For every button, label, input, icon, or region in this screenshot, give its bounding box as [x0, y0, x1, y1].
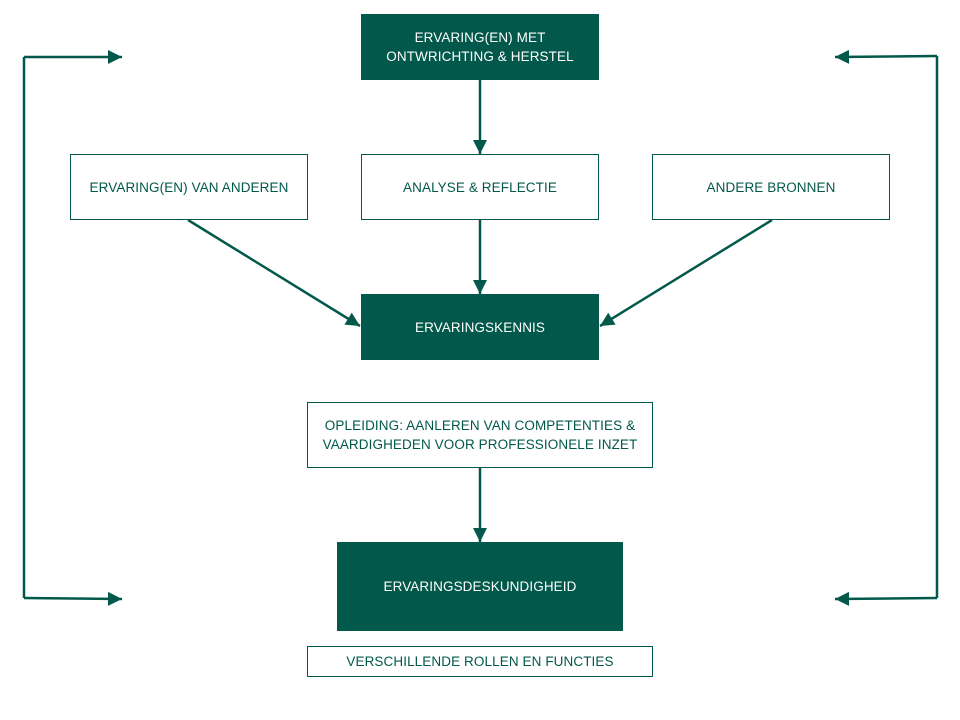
left-loop-arrow-bottom — [23, 591, 123, 606]
node-ervaringskennis: ERVARINGSKENNIS — [361, 294, 599, 360]
arrow-bronnen-to-ervaringskennis — [599, 218, 773, 328]
right-loop-arrow-bottom — [834, 591, 938, 606]
right-loop-arrow-top — [834, 49, 938, 64]
node-analyse-reflectie: ANALYSE & REFLECTIE — [361, 154, 599, 220]
node-ervaringsdeskundigheid: ERVARINGSDESKUNDIGHEID — [337, 542, 623, 631]
node-ervaring-anderen: ERVARING(EN) VAN ANDEREN — [70, 154, 308, 220]
node-rollen-functies: VERSCHILLENDE ROLLEN EN FUNCTIES — [307, 646, 653, 677]
node-opleiding: OPLEIDING: AANLEREN VAN COMPETENTIES & V… — [307, 402, 653, 468]
node-ervaring-ontwrichting: ERVARING(EN) MET ONTWRICHTING & HERSTEL — [361, 14, 599, 80]
node-andere-bronnen: ANDERE BRONNEN — [652, 154, 890, 220]
arrow-anderen-to-ervaringskennis — [187, 218, 361, 328]
